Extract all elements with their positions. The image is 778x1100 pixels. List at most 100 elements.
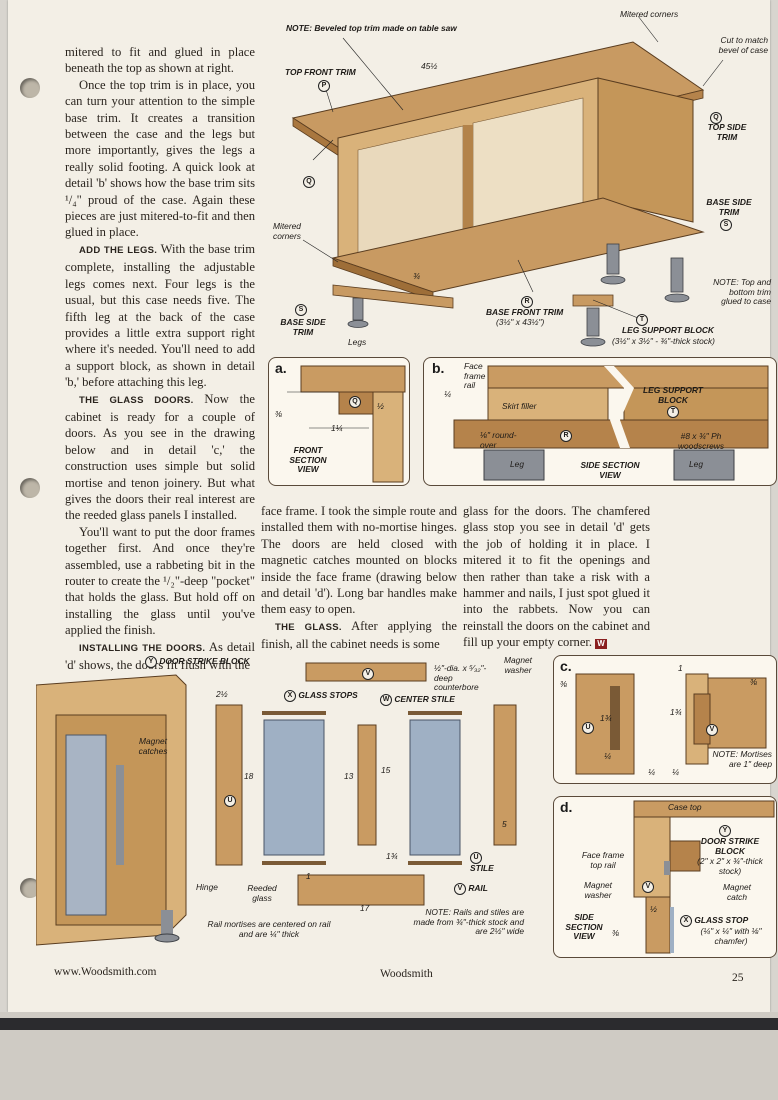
- dim: 18: [244, 771, 254, 781]
- view-title: FRONT SECTION VIEW: [289, 445, 327, 474]
- callout-t: T: [636, 314, 648, 326]
- label-note-glued: NOTE: Top and bottom trim glued to case: [713, 277, 771, 306]
- callout-q: Q: [349, 396, 361, 408]
- label-leg: Leg: [510, 459, 524, 469]
- dim: 15: [381, 765, 391, 775]
- label-top-front-trim: TOP FRONT TRIM: [285, 67, 356, 77]
- label-leg-support: LEG SUPPORT BLOCK: [643, 385, 703, 405]
- dim: ⅜: [750, 677, 757, 687]
- label-base-front-dims: (3½" x 43½"): [496, 317, 545, 327]
- callout-r: R: [560, 430, 572, 442]
- footer-url[interactable]: www.Woodsmith.com: [54, 966, 157, 978]
- label-round-over: ⅛" round-over: [480, 430, 517, 450]
- label-base-front-trim: BASE FRONT TRIM: [486, 307, 564, 317]
- dim: ⅜: [612, 928, 619, 938]
- label-cut-to-match: Cut to match bevel of case: [718, 35, 768, 55]
- magazine-page: mitered to fit and glued in place beneat…: [8, 0, 777, 1012]
- label-base-side-trim-left: BASE SIDE TRIM: [280, 317, 326, 337]
- dim: 5: [502, 819, 507, 829]
- callout-v: V: [642, 881, 654, 893]
- paragraph: face frame. I took the simple route and …: [261, 504, 457, 617]
- dim: 1¼: [331, 423, 343, 433]
- callout-v: V: [362, 668, 374, 680]
- label-leg: Leg: [689, 459, 703, 469]
- dim: ⅜: [560, 679, 567, 689]
- end-mark: W: [595, 639, 607, 650]
- scanner-edge: [0, 1018, 778, 1030]
- dim: 13: [344, 771, 354, 781]
- label-hinge: Hinge: [196, 882, 218, 892]
- article-column-1: mitered to fit and glued in place beneat…: [65, 44, 255, 673]
- callout-p: P: [318, 80, 330, 92]
- detail-a-drawing: [287, 365, 406, 483]
- detail-a-panel: a. ⅜ Q ½ 1¼ FRONT SECTION VIEW: [268, 357, 410, 486]
- dim: 2½: [216, 689, 228, 699]
- callout-y: Y: [719, 825, 731, 837]
- dim: 1: [306, 871, 311, 881]
- dim: 1: [678, 663, 683, 673]
- dim: 17: [360, 903, 370, 913]
- paragraph: glass for the doors. The chamfered glass…: [463, 504, 650, 650]
- label-glass-stop-dims: (¼" x ¼" with ⅛" chamfer): [700, 926, 762, 946]
- paragraph: INSTALLING THE DOORS. As detail 'd' show…: [65, 639, 255, 673]
- view-title: SIDE SECTION VIEW: [565, 912, 603, 941]
- label-door-strike-block: DOOR STRIKE BLOCK: [700, 836, 760, 856]
- dim: ¼: [672, 767, 679, 777]
- label-mitered-corners: Mitered corners: [620, 9, 679, 19]
- dim-34: ¾: [413, 271, 420, 281]
- detail-letter: c.: [560, 658, 572, 674]
- paragraph: You'll want to put the door frames toget…: [65, 524, 255, 638]
- dim: 1¾: [386, 851, 398, 861]
- label-leg-support-dims: (3½" x 3½" - ¾"-thick stock): [612, 336, 715, 346]
- label-magnet-washer: Magnet washer: [504, 655, 532, 675]
- label-mitered-corners-left: Mitered corners: [273, 221, 301, 241]
- callout-s-right: S: [720, 219, 732, 231]
- detail-b-drawing: [453, 365, 769, 481]
- dim: ⅜: [275, 409, 282, 419]
- section-heading: ADD THE LEGS.: [79, 244, 158, 256]
- label-reeded-glass: Reeded glass: [247, 883, 277, 903]
- footer-magazine: Woodsmith: [380, 968, 433, 980]
- detail-b-panel: b. Face frame rail ¼ Skirt filler ⅛" rou…: [423, 357, 777, 486]
- scanner-background: [0, 1012, 778, 1100]
- detail-letter: a.: [275, 360, 287, 376]
- paragraph: THE GLASS DOORS. Now the cabinet is read…: [65, 391, 256, 523]
- binder-hole: [20, 478, 40, 498]
- label-top-side-trim: TOP SIDE TRIM: [707, 122, 747, 142]
- callout-q: Q: [710, 112, 722, 124]
- label-legs: Legs: [348, 337, 367, 347]
- label-stock-note: NOTE: Rails and stiles are made from ¾"-…: [413, 907, 525, 936]
- label-counterbore: ½"-dia. x ⁵⁄₃₂"-deep counterbore: [434, 663, 487, 692]
- label-leg-support-block: LEG SUPPORT BLOCK: [622, 325, 714, 335]
- label-glass-stops: X GLASS STOPS: [284, 690, 358, 702]
- label-woodscrews: #8 x ¾" Ph woodscrews: [677, 431, 725, 451]
- label-base-side-trim-right: BASE SIDE TRIM: [706, 197, 752, 217]
- callout-u: U: [582, 722, 594, 734]
- section-heading: THE GLASS DOORS.: [79, 394, 194, 406]
- label-door-strike-block: Y DOOR STRIKE BLOCK: [145, 656, 250, 668]
- dim: 1¾: [670, 707, 682, 717]
- detail-letter: b.: [432, 360, 445, 376]
- callout-u: U: [224, 795, 236, 807]
- callout-s-left: S: [295, 304, 307, 316]
- article-column-2: face frame. I took the simple route and …: [261, 503, 457, 653]
- section-heading: INSTALLING THE DOORS.: [79, 642, 206, 654]
- dim-45: 45½: [421, 61, 438, 71]
- detail-letter: d.: [560, 799, 573, 815]
- callout-v: V: [706, 724, 718, 736]
- label-magnet-catch: Magnet catch: [723, 882, 751, 902]
- dim: ¼: [648, 767, 655, 777]
- dim: ¼: [604, 751, 611, 761]
- paragraph: THE GLASS. After applying the finish, al…: [261, 618, 457, 652]
- label-magnet-washer: Magnet washer: [584, 880, 612, 900]
- door-exploded-drawing: [36, 662, 517, 946]
- label-note-beveled: NOTE: Beveled top trim made on table saw: [286, 23, 457, 33]
- label-door-strike-dims: (2" x 2" x ¾"-thick stock): [697, 856, 763, 876]
- section-heading: THE GLASS.: [275, 621, 342, 633]
- dim: ¼: [444, 389, 451, 399]
- paragraph: mitered to fit and glued in place beneat…: [65, 45, 255, 76]
- label-rail-note: Rail mortises are centered on rail and a…: [207, 919, 331, 939]
- label-case-top: Case top: [668, 802, 702, 812]
- label-rail: V RAIL: [454, 883, 488, 895]
